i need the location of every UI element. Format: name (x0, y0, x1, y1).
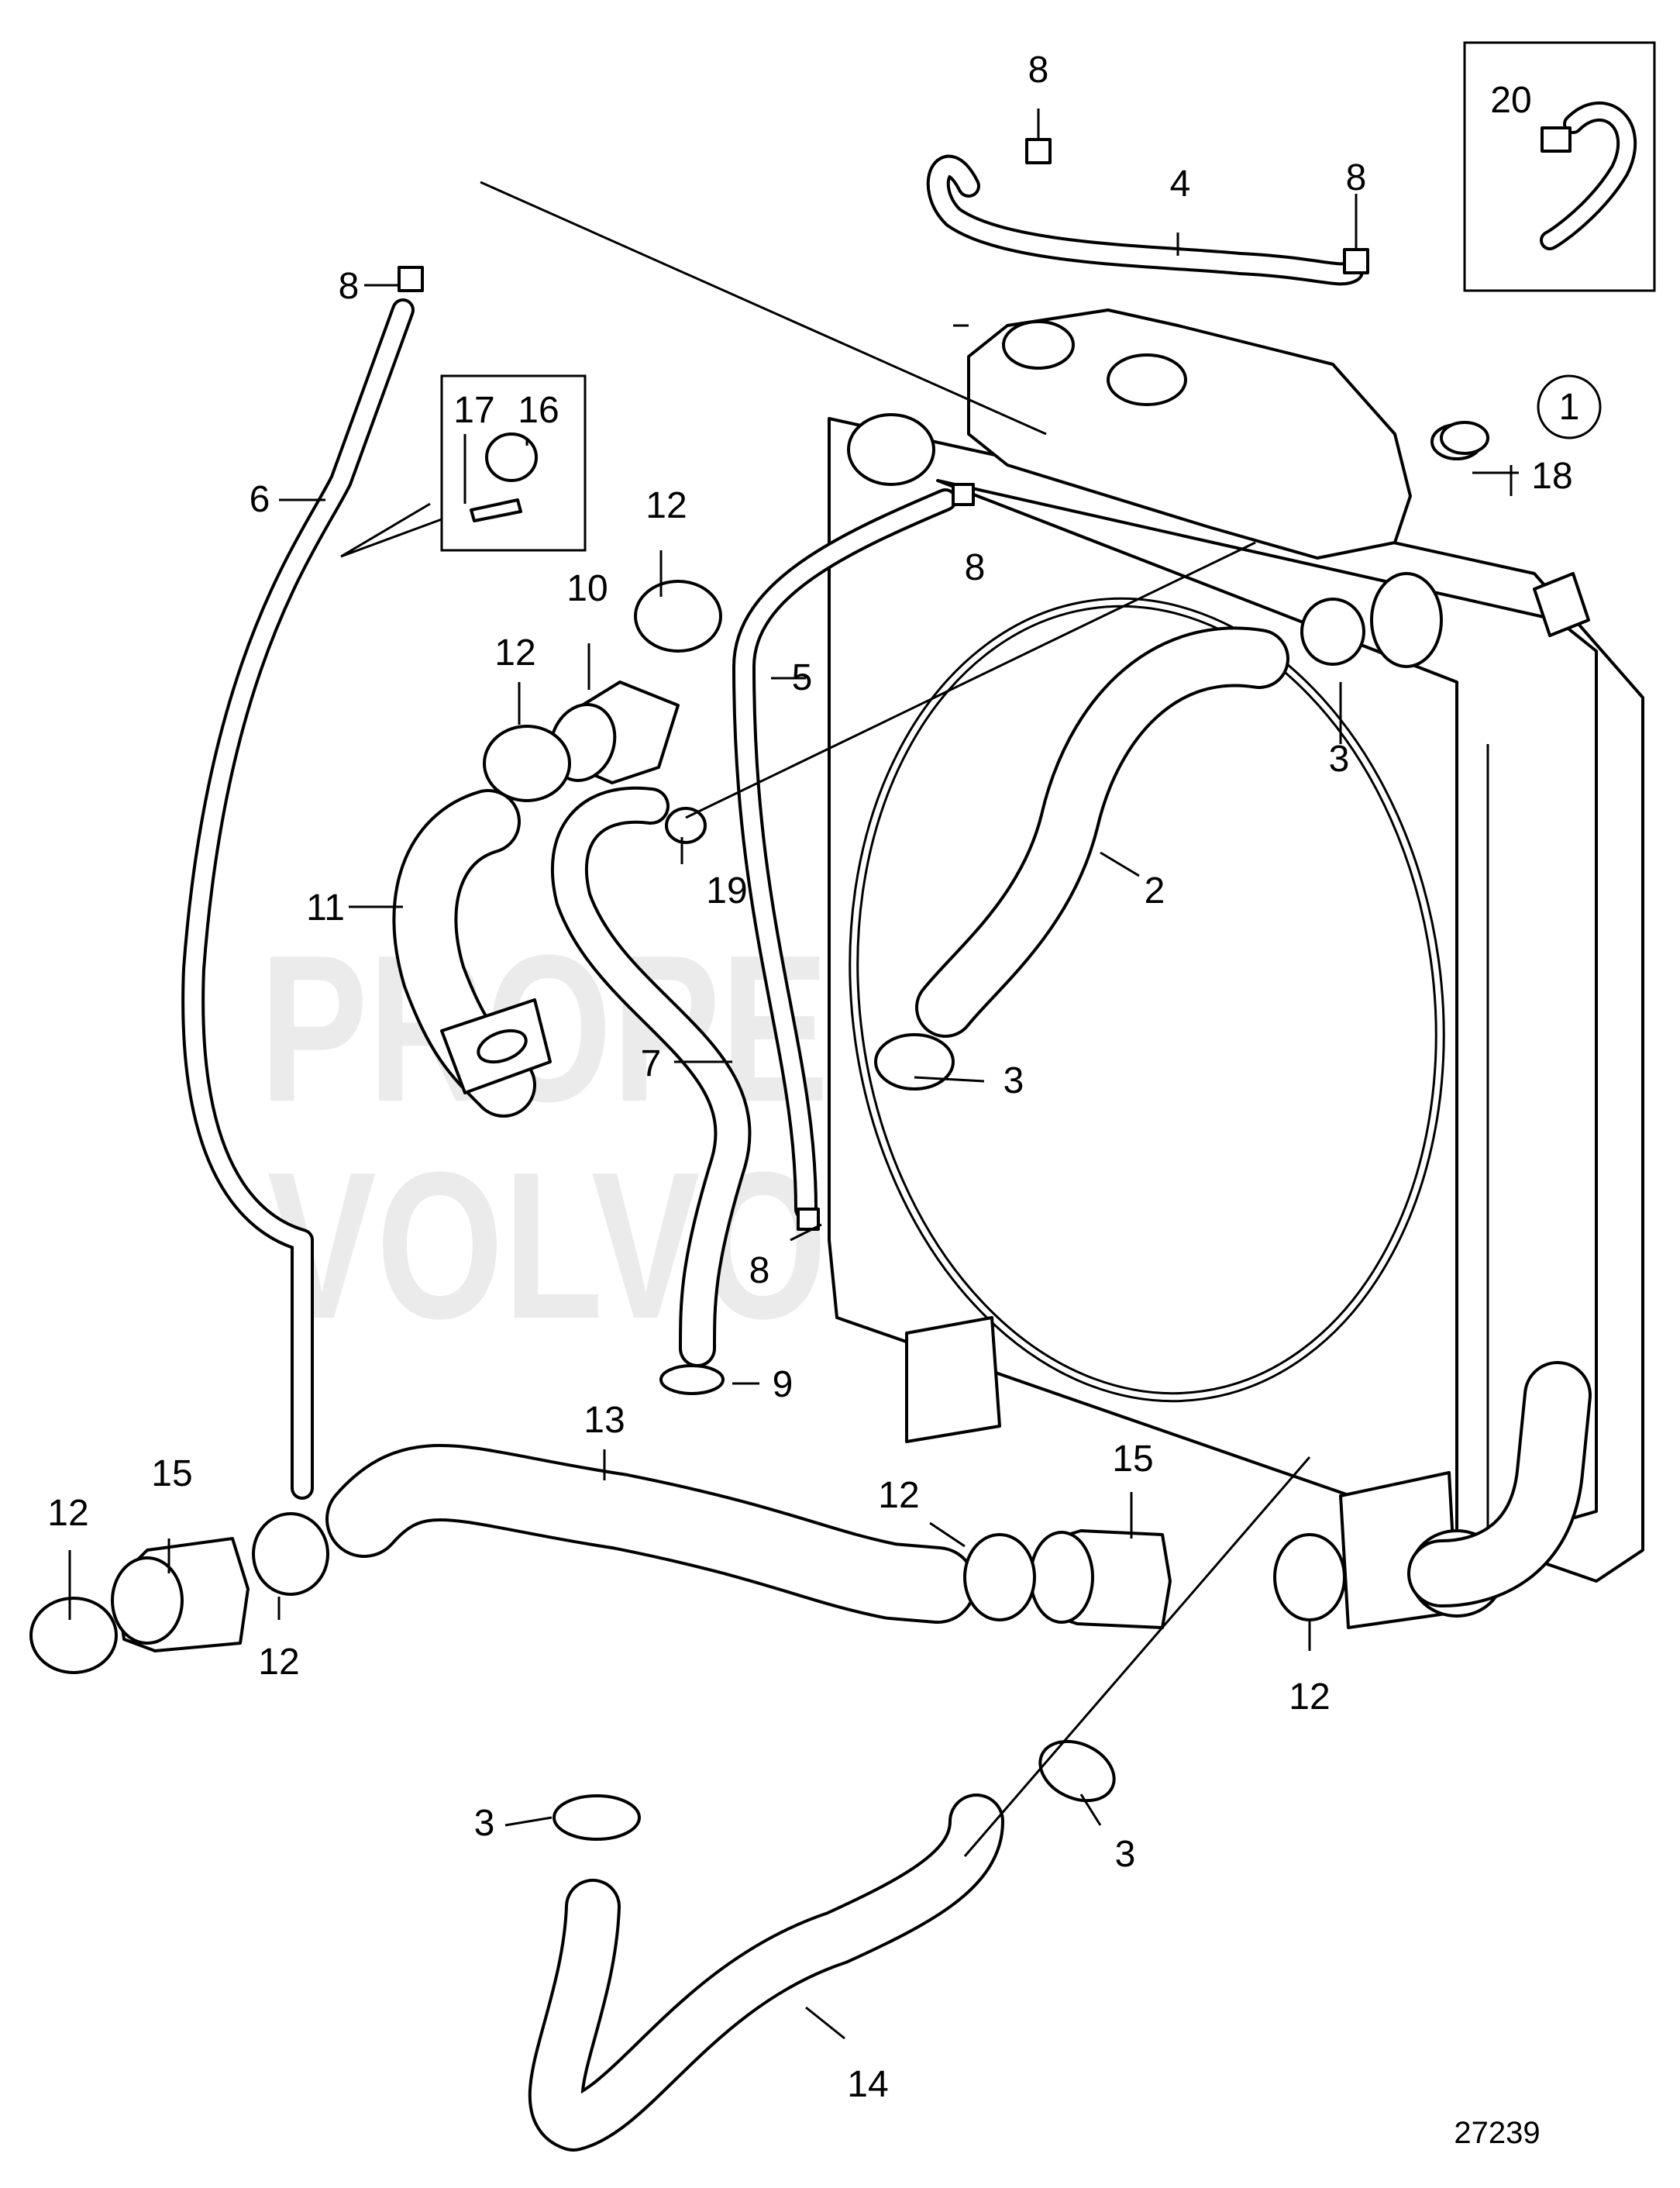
callout-12-b: 12 (494, 632, 535, 674)
callout-10: 10 (566, 568, 608, 609)
callout-8-c: 8 (339, 266, 360, 307)
callout-1: 1 (1559, 387, 1580, 428)
callout-8-d: 8 (965, 547, 986, 588)
callout-7: 7 (641, 1043, 662, 1084)
callout-12-a: 12 (645, 485, 687, 526)
callout-15-b: 15 (1112, 1439, 1153, 1480)
hose-7 (550, 786, 752, 1367)
hose-13 (325, 1444, 976, 1624)
callout-15-a: 15 (151, 1453, 192, 1494)
callout-8-e: 8 (749, 1250, 770, 1291)
detail-box-16-17 (440, 374, 587, 552)
callout-2: 2 (1145, 870, 1165, 911)
callout-4: 4 (1170, 164, 1191, 205)
radiator-assembly (828, 308, 1644, 1629)
callout-3-d: 3 (1115, 1834, 1136, 1875)
callout-8-a: 8 (1028, 50, 1049, 91)
callout-18: 18 (1531, 456, 1572, 497)
callout-20: 20 (1490, 80, 1531, 121)
hose-14 (528, 1793, 1004, 2152)
clamps (29, 138, 1483, 1841)
drawing-number: 27239 (1454, 2116, 1540, 2150)
callout-19: 19 (706, 870, 747, 911)
callout-11: 11 (306, 887, 345, 929)
callout-16: 16 (518, 390, 559, 431)
hose-11 (392, 789, 552, 1118)
callout-3-b: 3 (1004, 1060, 1024, 1101)
callout-12-c: 12 (47, 1493, 88, 1534)
hose-6 (181, 298, 415, 1500)
hose-2 (915, 626, 1289, 1038)
hose-4 (926, 154, 1364, 286)
callout-14: 14 (847, 2064, 888, 2105)
detail-box-20 (1463, 41, 1656, 292)
callout-6: 6 (250, 479, 270, 520)
callout-9: 9 (773, 1364, 794, 1405)
callout-13: 13 (584, 1400, 625, 1441)
callout-17: 17 (453, 390, 494, 431)
plug-18 (1440, 421, 1489, 455)
callout-12-e: 12 (878, 1475, 919, 1516)
callouts: 1 2 3 3 3 3 4 5 6 7 8 8 8 8 8 9 10 11 12… (47, 50, 1602, 2105)
connector-15-right (1029, 1529, 1172, 1629)
hose-outlet-right (1407, 1361, 1592, 1607)
connector-15-left (111, 1537, 250, 1652)
callout-12-f: 12 (1289, 1676, 1330, 1718)
callout-3-c: 3 (474, 1803, 495, 1844)
callout-3-a: 3 (1329, 739, 1350, 780)
leader-lines (68, 109, 1519, 2040)
hose-5 (732, 488, 957, 1221)
callout-5: 5 (792, 657, 813, 698)
callout-8-b: 8 (1346, 157, 1367, 198)
callout-12-d: 12 (258, 1642, 299, 1683)
